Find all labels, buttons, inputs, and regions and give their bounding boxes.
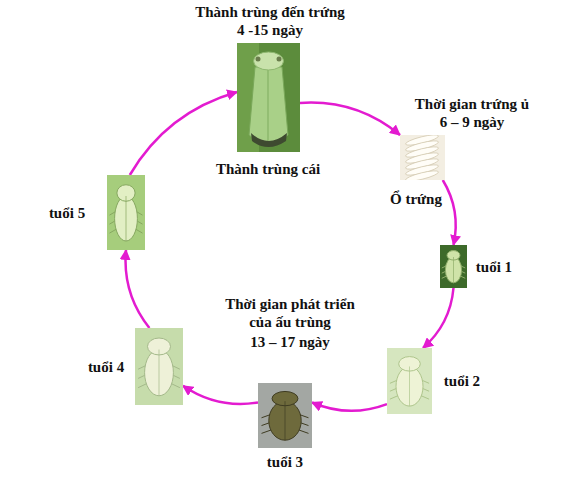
stage-photo — [237, 43, 300, 152]
stage-label: tuổi 5 — [49, 204, 85, 222]
photo-ground — [387, 348, 432, 414]
instar-stage: tuổi 1 — [440, 245, 467, 288]
instar-stage: tuổi 2 — [387, 348, 432, 414]
stage-label: tuổi 4 — [88, 358, 124, 376]
egg — [405, 169, 440, 180]
photo-ground — [258, 383, 312, 448]
nymph-seam — [453, 257, 454, 283]
egg-stage: Thời gian trứng ủ6 – 9 ngàyỔ trứng — [400, 135, 445, 180]
nymph-body — [115, 196, 138, 241]
photo-ground — [237, 43, 300, 152]
photo-ground — [107, 175, 145, 250]
cycle-arrow — [312, 403, 387, 411]
cycle-arrow — [183, 386, 258, 404]
nymph-body — [145, 350, 174, 396]
adult-head — [254, 52, 284, 70]
adult-wings — [249, 67, 288, 143]
cycle-arrow — [300, 103, 400, 135]
stage-label: Ổ trứng — [390, 190, 442, 208]
photo-ground — [135, 328, 183, 405]
stage-photo — [387, 348, 432, 414]
duration-note: Thời gian phát triển của ấu trùng — [215, 295, 365, 331]
nymph-seam — [409, 366, 410, 406]
nymph-body — [269, 401, 301, 440]
stage-photo — [107, 175, 145, 250]
duration-note: 13 – 17 ngày — [250, 333, 330, 351]
nymph-seam — [126, 196, 127, 241]
stage-label: Thành trùng đến trứng — [195, 3, 344, 21]
cycle-arrow — [126, 250, 150, 328]
nymph-body — [445, 257, 461, 283]
stage-label: tuổi 2 — [444, 372, 480, 390]
stage-label: 6 – 9 ngày — [440, 113, 505, 131]
cycle-arrow — [443, 180, 456, 245]
cycle-arrow — [423, 288, 454, 348]
stage-photo — [258, 383, 312, 448]
stage-label: Thành trùng cái — [216, 160, 320, 178]
adult-stage: Thành trùng đến trứng4 -15 ngàyThành trù… — [237, 43, 300, 152]
nymph-body — [396, 366, 423, 406]
nymph-seam — [285, 401, 286, 440]
stage-label: tuổi 3 — [267, 453, 303, 471]
adult-eye — [277, 57, 282, 62]
instar-stage: tuổi 5 — [107, 175, 145, 250]
adult-eye — [256, 57, 261, 62]
stage-photo — [135, 328, 183, 405]
wing-seam — [267, 69, 268, 141]
wing-tips — [251, 133, 287, 147]
instar-stage: tuổi 3 — [258, 383, 312, 448]
stage-photo — [400, 135, 445, 180]
stage-label: 4 -15 ngày — [237, 21, 303, 39]
stage-photo — [440, 245, 467, 288]
photo-ground — [440, 245, 467, 288]
stage-label: tuổi 1 — [476, 258, 512, 276]
nymph-seam — [159, 350, 160, 396]
stage-label: Thời gian trứng ủ — [415, 95, 529, 113]
instar-stage: tuổi 4 — [135, 328, 183, 405]
